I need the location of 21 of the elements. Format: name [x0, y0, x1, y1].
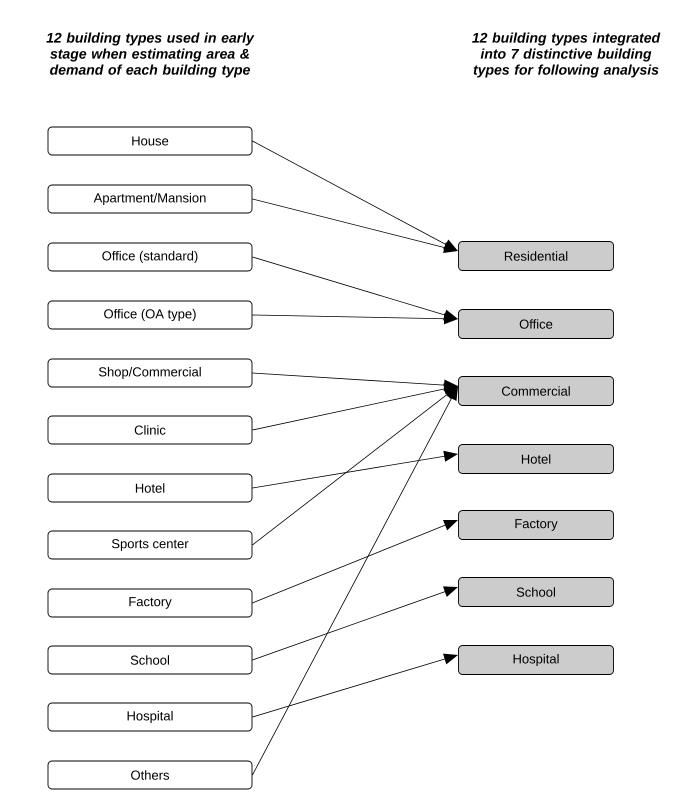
building-type-box: Office (standard) [48, 242, 252, 272]
building-type-box: Others [48, 760, 252, 790]
building-type-box: Office (OA type) [48, 300, 252, 330]
building-type-box: Sports center [48, 530, 252, 560]
category-box: Factory [458, 510, 614, 540]
building-type-box: Hotel [48, 474, 252, 502]
building-type-box: Clinic [48, 416, 252, 444]
category-box: Residential [458, 241, 614, 271]
building-type-box: School [48, 646, 252, 674]
building-type-box: Apartment/Mansion [48, 184, 252, 214]
category-box: School [458, 577, 614, 607]
column-heading: 12 building types used in early stage when estimating area & demand of each building type [46, 32, 254, 78]
building-type-box: Shop/Commercial [48, 358, 252, 388]
building-type-box: Hospital [48, 702, 252, 732]
category-box: Office [458, 309, 614, 339]
column-heading: 12 building types integrated into 7 distinctive building types for following analysis [472, 32, 660, 78]
category-box: Hotel [458, 444, 614, 474]
category-box: Commercial [458, 376, 614, 406]
building-type-box: House [48, 126, 252, 156]
category-box: Hospital [458, 645, 614, 675]
building-type-box: Factory [48, 588, 252, 618]
